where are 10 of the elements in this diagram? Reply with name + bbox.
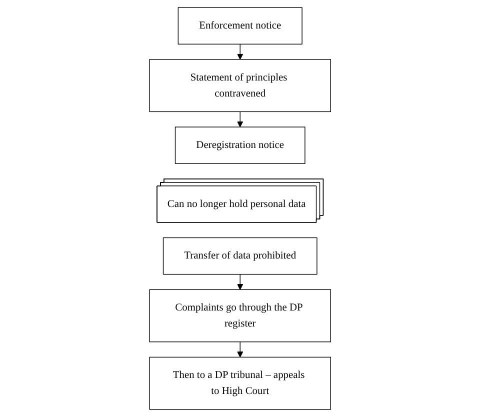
node-box: Then to a DP tribunal – appeals to High Court (149, 356, 331, 410)
arrow (236, 274, 244, 290)
arrow (236, 44, 244, 60)
arrow (236, 342, 244, 358)
node-box: Statement of principles contravened (149, 59, 331, 112)
arrow (236, 111, 244, 128)
node-box: Enforcement notice (178, 7, 302, 44)
node-box: Deregistration notice (174, 126, 306, 164)
node-box: Transfer of data prohibited (162, 237, 318, 275)
node-box: Complaints go through the DP register (149, 289, 331, 342)
